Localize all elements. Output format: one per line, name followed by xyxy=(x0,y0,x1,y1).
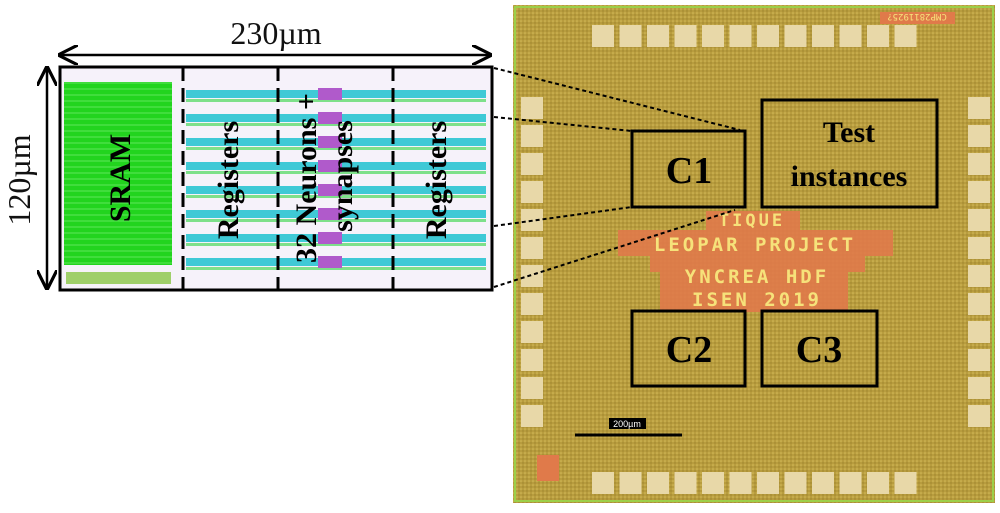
synapse-cell xyxy=(318,184,342,196)
bond-pad xyxy=(702,25,724,47)
bond-pad xyxy=(702,472,724,494)
bond-pad xyxy=(521,293,543,315)
bond-pad xyxy=(521,97,543,119)
width-dimension-label: 230µm xyxy=(230,15,321,51)
bond-pad xyxy=(757,472,779,494)
bond-pad xyxy=(521,125,543,147)
sram-periphery xyxy=(66,272,171,284)
synapse-cell xyxy=(318,136,342,148)
region-c3-box xyxy=(760,309,879,388)
cell-row-wire xyxy=(186,219,486,222)
die-seal-ring xyxy=(514,6,994,502)
bond-pads xyxy=(521,25,990,494)
bond-pad xyxy=(521,377,543,399)
bond-pad xyxy=(968,97,990,119)
bond-pad xyxy=(867,472,889,494)
test-instances-box xyxy=(760,98,939,209)
cell-row-wire xyxy=(186,267,486,270)
bond-pad xyxy=(968,181,990,203)
synapse-cell xyxy=(318,232,342,244)
cell-row-wire xyxy=(186,195,486,198)
synapse-cell xyxy=(318,88,342,100)
die-text-line: YNCREA HDF xyxy=(685,266,829,288)
cell-row-wire xyxy=(186,147,486,150)
cell-rows xyxy=(186,88,486,270)
bond-pad xyxy=(757,25,779,47)
cell-row-wire xyxy=(186,243,486,246)
synapses-label: synapses xyxy=(326,120,359,232)
region-c2-box xyxy=(630,309,747,388)
test-instances-label-line1: Test xyxy=(823,116,875,149)
bond-pad xyxy=(894,25,917,47)
zoom-connector-lines xyxy=(493,67,741,288)
die-id-bg xyxy=(880,12,955,24)
neurons-label: 32 Neurons + xyxy=(290,93,323,263)
layout-view: 230µm 120µm SRAM Registers 32 Neurons + … xyxy=(1,15,494,292)
layout-frame xyxy=(58,65,494,292)
bond-pad xyxy=(784,472,807,494)
bond-pad xyxy=(674,472,697,494)
bond-pad xyxy=(729,25,752,47)
height-dimension-label: 120µm xyxy=(1,134,37,225)
bond-pad xyxy=(968,377,990,399)
bond-pad xyxy=(968,349,990,371)
bond-pad xyxy=(968,265,990,287)
bond-pad xyxy=(619,25,642,47)
bond-pad xyxy=(867,25,889,47)
cell-row-wire xyxy=(186,123,486,126)
bond-pad xyxy=(894,472,917,494)
region-c3-label: C3 xyxy=(796,329,842,371)
cell-row-wire xyxy=(186,171,486,174)
bond-pad xyxy=(521,237,543,259)
test-instances-label-line2: instances xyxy=(791,160,908,193)
die-id: CMP2811925? xyxy=(887,11,947,21)
bond-pad xyxy=(619,472,642,494)
bond-pad xyxy=(521,349,543,371)
bond-pad xyxy=(592,472,614,494)
sram-label: SRAM xyxy=(104,134,137,222)
registers-right-label: Registers xyxy=(420,121,453,239)
bond-pad xyxy=(521,265,543,287)
die-photo: CMP2811925? TIQUE LEOPAR PROJECT YNCREA … xyxy=(513,5,995,503)
bond-pad xyxy=(968,405,990,427)
bond-pad xyxy=(521,405,543,427)
bond-pad xyxy=(521,181,543,203)
sram-layout xyxy=(64,82,172,265)
bond-pad xyxy=(812,25,834,47)
bond-pad xyxy=(521,321,543,343)
bond-pad xyxy=(839,25,862,47)
bond-pad xyxy=(968,209,990,231)
region-c1-box xyxy=(630,129,747,209)
bond-pad xyxy=(968,125,990,147)
die-text-bg xyxy=(618,211,893,312)
synapse-cell xyxy=(318,256,342,268)
bond-pad xyxy=(968,293,990,315)
die-text-line: ISEN 2019 xyxy=(692,289,822,311)
die-text-line: LEOPAR PROJECT xyxy=(654,234,856,256)
bond-pad xyxy=(839,472,862,494)
synapse-cell xyxy=(318,208,342,220)
bond-pad xyxy=(968,321,990,343)
region-c1-label: C1 xyxy=(666,150,712,192)
bond-pad xyxy=(729,472,752,494)
bond-pad xyxy=(674,25,697,47)
st-logo xyxy=(537,455,559,481)
bond-pad xyxy=(784,25,807,47)
scale-bar-label: 200µm xyxy=(613,419,641,429)
bond-pad xyxy=(968,153,990,175)
bond-pad xyxy=(812,472,834,494)
bond-pad xyxy=(968,237,990,259)
bond-pad xyxy=(592,25,614,47)
bond-pad xyxy=(521,153,543,175)
synapse-cell xyxy=(318,160,342,172)
bond-pad xyxy=(647,25,669,47)
registers-left-label: Registers xyxy=(212,121,245,239)
bond-pad xyxy=(647,472,669,494)
region-c2-label: C2 xyxy=(666,329,712,371)
die-text-line: TIQUE xyxy=(719,211,785,231)
cell-row-wire xyxy=(186,99,486,102)
scale-bar-label-bg xyxy=(609,418,646,429)
synapse-cell xyxy=(318,112,342,124)
